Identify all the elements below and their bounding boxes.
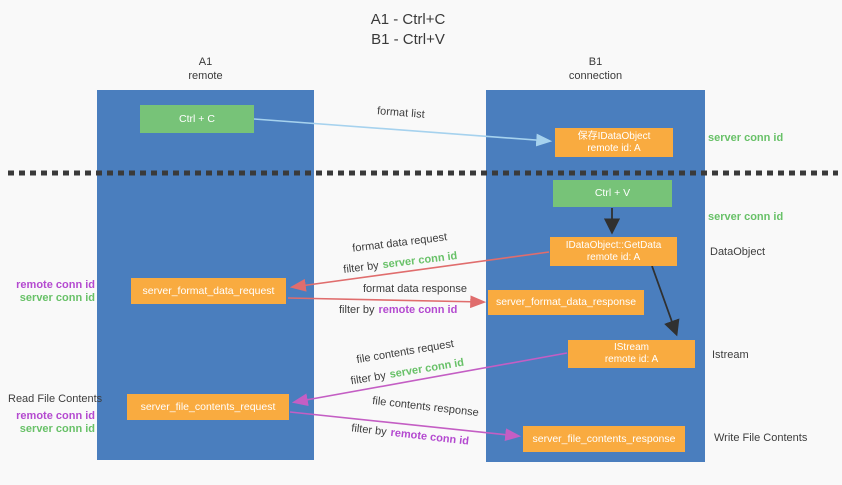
lane-a1-name: A1 bbox=[198, 56, 213, 68]
label-remote-conn-id-text: remote conn id bbox=[378, 304, 458, 316]
label-filter-by-text: filter by bbox=[349, 369, 387, 388]
diagram-title: A1 - Ctrl+C B1 - Ctrl+V bbox=[308, 10, 508, 50]
label-remote-conn-id-text: remote conn id bbox=[389, 426, 470, 448]
label-filter-by-text: filter by bbox=[350, 422, 388, 439]
lane-header-a1: A1 remote bbox=[97, 55, 314, 83]
label-remote-conn-id-1: remote conn id bbox=[16, 279, 95, 291]
node-ctrl-c-label: Ctrl + C bbox=[179, 112, 215, 125]
label-filter-by-text: filter by bbox=[339, 304, 375, 316]
node-save-dataobject: 保存IDataObject remote id: A bbox=[555, 128, 673, 157]
label-read-file-contents: Read File Contents bbox=[8, 393, 103, 405]
node-istream-line2: remote id: A bbox=[604, 354, 659, 365]
label-server-conn-id-1: server conn id bbox=[19, 292, 95, 304]
label-file-contents-response: file contents response bbox=[371, 394, 480, 420]
label-format-data-request: format data request bbox=[351, 231, 448, 255]
node-getdata: IDataObject::GetData remote id: A bbox=[550, 237, 677, 266]
format-data-response-arrow bbox=[287, 295, 487, 309]
node-getdata-line1: IDataObject::GetData bbox=[565, 239, 662, 251]
node-istream: IStream remote id: A bbox=[568, 340, 695, 368]
label-remote-conn-id-2: remote conn id bbox=[16, 410, 95, 422]
node-save-dataobject-line1: 保存IDataObject bbox=[577, 130, 651, 142]
node-getdata-line2: remote id: A bbox=[586, 251, 641, 263]
node-format-response-label: server_format_data_response bbox=[495, 296, 637, 308]
node-ctrl-v: Ctrl + V bbox=[553, 180, 672, 207]
label-server-conn-id-2: server conn id bbox=[19, 423, 95, 435]
node-file-response: server_file_contents_response bbox=[523, 426, 685, 452]
title-line-b1: B1 - Ctrl+V bbox=[371, 31, 445, 48]
node-format-request-label: server_format_data_request bbox=[142, 284, 275, 297]
node-istream-line1: IStream bbox=[613, 342, 649, 353]
label-server-conn-id-mid: server conn id bbox=[708, 211, 784, 223]
lane-header-b1: B1 connection bbox=[486, 55, 705, 83]
label-server-conn-id-top: server conn id bbox=[708, 132, 784, 144]
node-format-response: server_format_data_response bbox=[488, 290, 644, 315]
label-format-data-response: format data response bbox=[363, 283, 467, 295]
node-file-request: server_file_contents_request bbox=[127, 394, 289, 420]
label-format-list: format list bbox=[376, 105, 426, 121]
label-write-file-contents: Write File Contents bbox=[714, 432, 808, 444]
label-dataobject: DataObject bbox=[710, 246, 766, 258]
lane-b1-name: B1 bbox=[588, 56, 603, 68]
node-format-request: server_format_data_request bbox=[131, 278, 286, 304]
label-filter-by-text: filter by bbox=[342, 259, 380, 276]
label-server-conn-id-text: server conn id bbox=[388, 356, 465, 381]
label-istream: Istream bbox=[712, 349, 749, 361]
lane-a1-role: remote bbox=[188, 70, 223, 82]
lane-b1-role: connection bbox=[568, 70, 623, 82]
node-save-dataobject-line2: remote id: A bbox=[587, 142, 641, 154]
label-server-conn-id-text: server conn id bbox=[381, 250, 458, 272]
title-line-a1: A1 - Ctrl+C bbox=[370, 11, 446, 28]
node-ctrl-v-label: Ctrl + V bbox=[594, 187, 631, 199]
node-file-response-label: server_file_contents_response bbox=[532, 432, 676, 445]
node-ctrl-c: Ctrl + C bbox=[140, 105, 254, 133]
node-file-request-label: server_file_contents_request bbox=[140, 400, 276, 413]
